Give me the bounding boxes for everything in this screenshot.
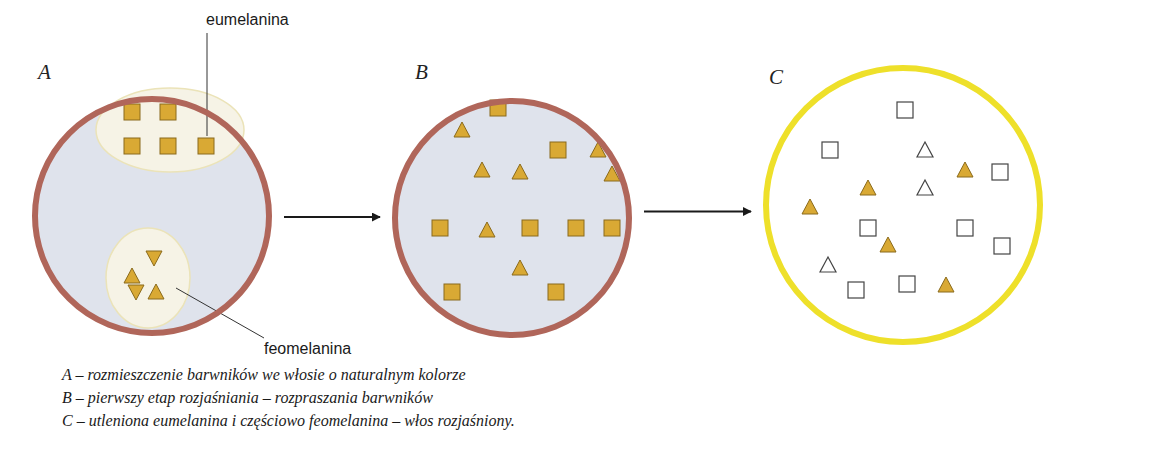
caption-line: B – pierwszy etap rozjaśniania – rozpras… <box>62 389 433 407</box>
process-arrow <box>644 211 751 213</box>
hair-cross-section: C <box>763 65 1043 345</box>
hair-outline <box>32 96 272 336</box>
pheomelanin-triangles <box>124 251 164 300</box>
pheomelanin-triangles <box>802 162 973 292</box>
caption-line: C – utleniona eumelanina i częściowo feo… <box>62 412 515 430</box>
stage-letter: C <box>769 67 783 88</box>
hair-outline <box>35 99 269 333</box>
caption-line: A – rozmieszczenie barwników we włosie o… <box>62 366 466 384</box>
hair-outline <box>392 98 632 338</box>
oxidised-eumelanin <box>822 102 1010 298</box>
hair-cross-section: B <box>392 98 632 338</box>
hair-ground <box>766 68 1040 342</box>
callout-label: eumelanina <box>206 11 289 29</box>
callout-label: feomelanina <box>264 340 351 358</box>
stage-letter: A <box>38 62 51 83</box>
hair-outline <box>395 101 629 335</box>
hair-outline <box>763 65 1043 345</box>
pheomelanin-triangles <box>454 122 620 275</box>
hair-outline <box>766 68 1040 342</box>
pigment-granule <box>106 228 190 328</box>
process-arrow <box>284 216 380 218</box>
oxidised-pheomelanin <box>820 142 933 272</box>
leader-line <box>207 33 208 136</box>
stage-letter: B <box>415 62 428 83</box>
hair-ground <box>395 101 629 335</box>
hair-cross-section: A <box>32 96 272 336</box>
